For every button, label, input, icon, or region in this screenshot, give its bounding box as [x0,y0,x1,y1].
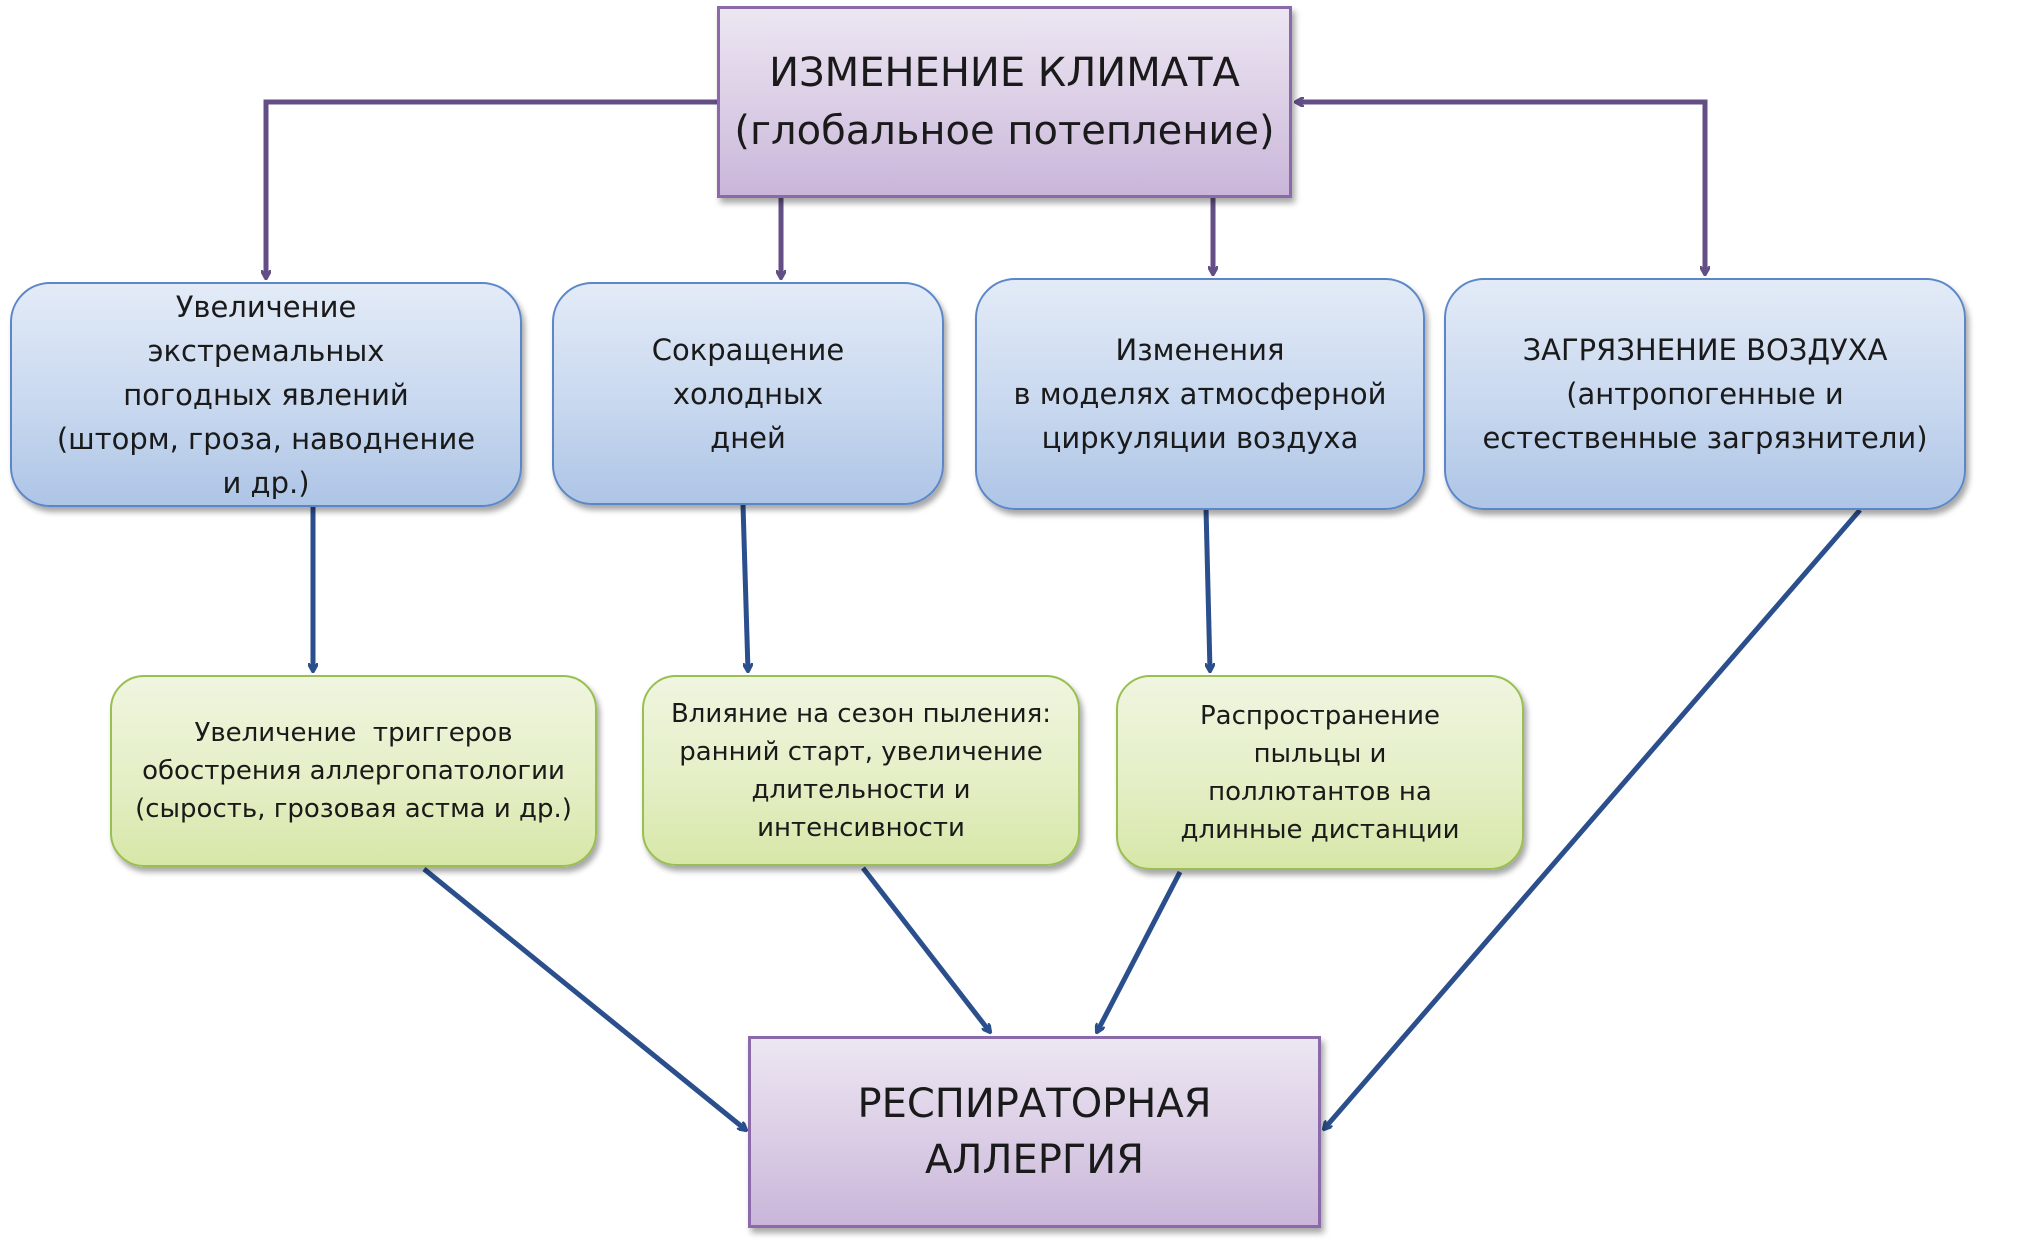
factor-text-line: (шторм, гроза, наводнение [56,421,476,456]
factor-extreme-weather-box: Увеличение экстремальных погодных явлени… [10,282,522,507]
effect-pollen-season-box: Влияние на сезон пыления: ранний старт, … [642,675,1080,866]
effect-text-line: длительности и [751,774,971,805]
factor-fewer-cold-days-box: Сокращение холодных дней [552,282,944,505]
factor-air-pollution-box: ЗАГРЯЗНЕНИЕ ВОЗДУХА (антропогенные и ест… [1444,278,1966,510]
effect-pollen-spread-box: Распространение пыльцы и поллютантов на … [1116,675,1524,870]
effect-text-line: Влияние на сезон пыления: [670,698,1052,729]
factor-text-line: ЗАГРЯЗНЕНИЕ ВОЗДУХА [1522,333,1888,367]
factor-text-line: погодных явлений [123,377,409,412]
factor-text-line: дней [710,420,786,455]
factor-text-line: естественные загрязнители) [1482,421,1928,455]
factor-text-line: экстремальных [147,333,385,368]
effect-text-line: поллютантов на [1208,776,1432,807]
climate-change-title: ИЗМЕНЕНИЕ КЛИМАТА [769,50,1240,96]
climate-change-subtitle: (глобальное потепление) [734,108,1275,154]
respiratory-allergy-box: РЕСПИРАТОРНАЯ АЛЛЕРГИЯ [748,1036,1321,1228]
factor-text-line: Сокращение [651,332,845,367]
respiratory-allergy-title: АЛЛЕРГИЯ [924,1137,1145,1183]
respiratory-allergy-title: РЕСПИРАТОРНАЯ [857,1081,1212,1127]
factor-text-line: Увеличение [175,289,357,324]
effect-text-line: обострения аллергопатологии [142,756,565,786]
connector-factor-3-to-effect-3 [1203,507,1210,671]
effect-text-line: длинные дистанции [1180,814,1460,845]
connector-effect-2-to-bottom [861,866,990,1032]
factor-text-line: (антропогенные и [1566,377,1844,411]
effect-text-line: пыльцы и [1253,738,1387,769]
effect-text-line: Распространение [1199,700,1441,731]
effect-triggers-box: Увеличение триггеров обострения аллергоп… [110,675,597,867]
connector-effect-3-to-bottom [1097,870,1183,1032]
connector-factor-2-to-effect-2 [740,504,748,671]
connector-top-to-factor-1 [266,99,717,278]
effect-text-line: Увеличение триггеров [194,718,513,748]
effect-text-line: интенсивности [757,812,965,843]
factor-text-line: в моделях атмосферной [1013,377,1387,411]
climate-change-box: ИЗМЕНЕНИЕ КЛИМАТА (глобальное потепление… [717,6,1292,198]
factor-text-line: холодных [672,376,824,411]
factor-text-line: циркуляции воздуха [1041,421,1359,455]
factor-atmospheric-circulation-box: Изменения в моделях атмосферной циркуляц… [975,278,1425,510]
connector-top-factor-4 [1296,102,1708,274]
effect-text-line: ранний старт, увеличение [679,736,1043,767]
connector-factor-4-to-bottom [1324,508,1862,1129]
factor-text-line: и др.) [222,465,310,500]
factor-text-line: Изменения [1115,333,1285,367]
connector-effect-1-to-bottom [422,867,746,1130]
effect-text-line: (сырость, грозовая астма и др.) [135,794,572,824]
